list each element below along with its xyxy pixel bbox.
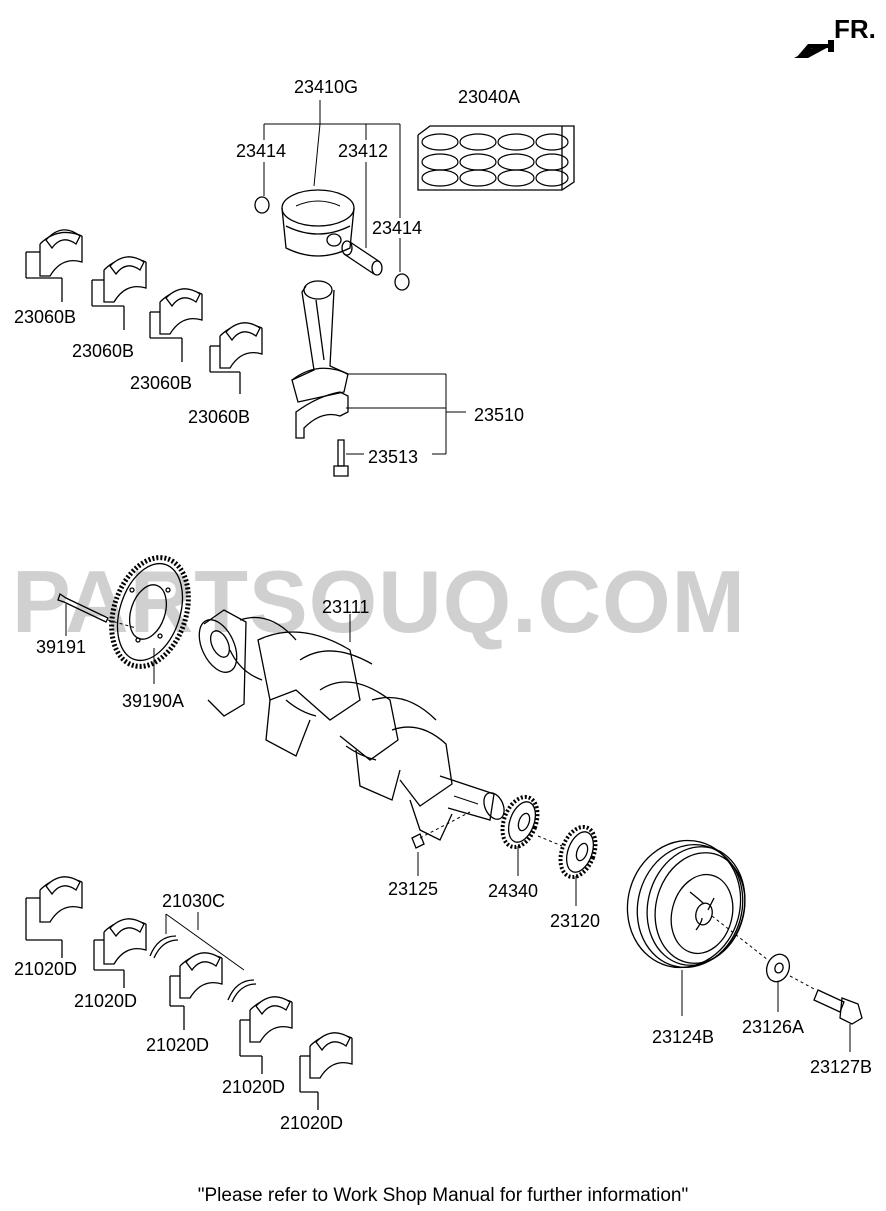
part-label-23124B[interactable]: 23124B (652, 1027, 715, 1047)
connecting-rod[interactable] (292, 281, 348, 438)
connecting-rod-bolt[interactable] (334, 440, 348, 476)
main-bearing-5[interactable] (300, 1033, 352, 1110)
part-label-23111[interactable]: 23111 (322, 597, 370, 617)
part-label-21020D-1[interactable]: 21020D (14, 959, 78, 979)
part-label-24340[interactable]: 24340 (488, 881, 539, 901)
con-rod-bearing-3[interactable] (150, 289, 202, 362)
part-label-23125[interactable]: 23125 (388, 879, 439, 899)
part-label-23060B-2[interactable]: 23060B (72, 341, 135, 361)
main-bearing-4[interactable] (240, 997, 292, 1074)
pulley-washer[interactable] (712, 916, 793, 1012)
main-bearing-3[interactable] (170, 953, 222, 1030)
thrust-washer-leader-lines (166, 912, 244, 970)
part-label-21020D-5[interactable]: 21020D (280, 1113, 344, 1133)
drive-plate-leader-lines (66, 604, 154, 684)
part-label-23120[interactable]: 23120 (550, 911, 601, 931)
drive-plate-ring-gear[interactable] (98, 548, 201, 677)
snap-ring-right[interactable] (395, 274, 409, 290)
part-label-21020D-3[interactable]: 21020D (146, 1035, 210, 1055)
part-label-23414-left[interactable]: 23414 (236, 141, 287, 161)
piston-leader-lines (264, 100, 400, 272)
con-rod-bearing-1[interactable] (26, 230, 82, 302)
main-bearing-2[interactable] (94, 919, 146, 988)
snap-ring-left[interactable] (255, 197, 269, 213)
part-label-21020D-4[interactable]: 21020D (222, 1077, 286, 1097)
part-label-23127B[interactable]: 23127B (810, 1057, 873, 1077)
part-label-23513[interactable]: 23513 (368, 447, 419, 467)
part-label-23060B-3[interactable]: 23060B (130, 373, 193, 393)
part-label-23414-right[interactable]: 23414 (372, 218, 423, 238)
drive-plate-bolt[interactable] (58, 594, 108, 622)
timing-sprocket[interactable] (496, 792, 544, 876)
part-label-21030C[interactable]: 21030C (162, 891, 226, 911)
crankshaft-gear[interactable] (538, 822, 602, 906)
thrust-washers[interactable] (150, 936, 256, 1002)
part-label-23040A[interactable]: 23040A (458, 87, 521, 107)
front-direction-label: FR. (834, 14, 876, 44)
piston-ring-set[interactable] (418, 126, 574, 190)
damper-pulley[interactable] (613, 828, 758, 1016)
part-label-23412[interactable]: 23412 (338, 141, 389, 161)
piston-pin[interactable] (342, 241, 382, 275)
front-direction-arrow-icon (794, 40, 834, 58)
con-rod-bearing-4[interactable] (210, 323, 262, 394)
woodruff-key[interactable] (412, 812, 470, 876)
part-label-39190A[interactable]: 39190A (122, 691, 185, 711)
part-label-23060B-1[interactable]: 23060B (14, 307, 77, 327)
part-label-23510[interactable]: 23510 (474, 405, 525, 425)
part-label-23410G[interactable]: 23410G (294, 77, 359, 97)
piston[interactable] (282, 190, 354, 256)
pulley-bolt[interactable] (790, 976, 862, 1052)
part-label-23060B-4[interactable]: 23060B (188, 407, 251, 427)
footer-note: "Please refer to Work Shop Manual for fu… (197, 1185, 689, 1206)
crankshaft[interactable] (192, 610, 508, 840)
part-label-23126A[interactable]: 23126A (742, 1017, 805, 1037)
part-label-21020D-2[interactable]: 21020D (74, 991, 138, 1011)
con-rod-leader-lines (346, 374, 466, 454)
con-rod-bearing-2[interactable] (92, 257, 146, 330)
main-bearing-1[interactable] (26, 877, 82, 958)
part-label-39191[interactable]: 39191 (36, 637, 87, 657)
